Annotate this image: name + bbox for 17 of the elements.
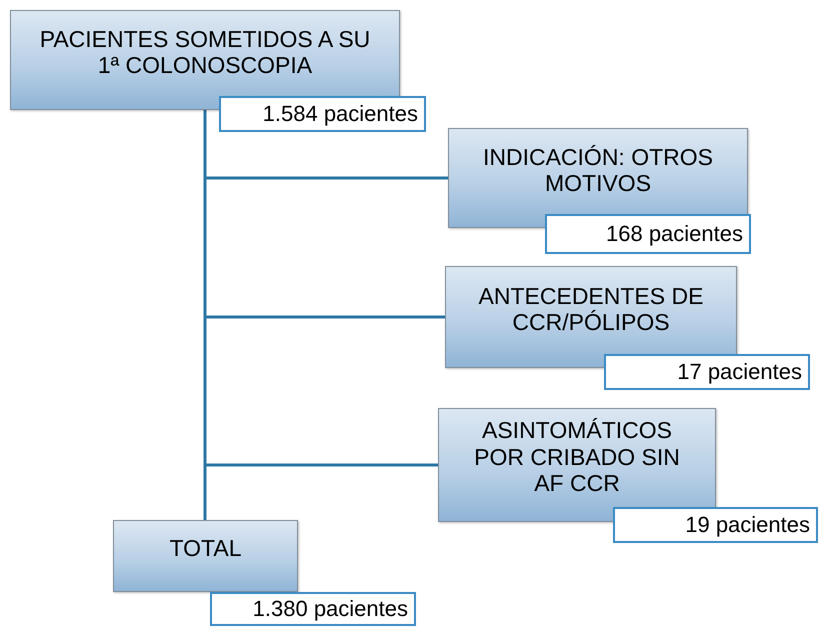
count-box — [604, 354, 810, 390]
count-box — [210, 592, 416, 626]
category-label: ASINTOMÁTICOS POR CRIBADO SIN AF CCR — [473, 417, 681, 497]
category-label: INDICACIÓN: OTROS MOTIVOS — [482, 144, 714, 196]
patient-count: 1.380 pacientes — [252, 596, 408, 622]
patient-count: 19 pacientes — [685, 512, 810, 538]
category-label: PACIENTES SOMETIDOS A SU 1ª COLONOSCOPIA — [38, 26, 372, 78]
patient-count: 168 pacientes — [606, 221, 743, 247]
count-box — [219, 96, 426, 132]
patient-count: 1.584 pacientes — [262, 101, 418, 127]
connector-line — [204, 110, 206, 520]
count-box — [613, 507, 818, 543]
patient-count: 17 pacientes — [677, 359, 802, 385]
category-label: ANTECEDENTES DE CCR/PÓLIPOS — [478, 282, 704, 336]
category-box — [113, 520, 298, 592]
count-box — [545, 214, 751, 254]
category-label: TOTAL — [170, 534, 242, 562]
